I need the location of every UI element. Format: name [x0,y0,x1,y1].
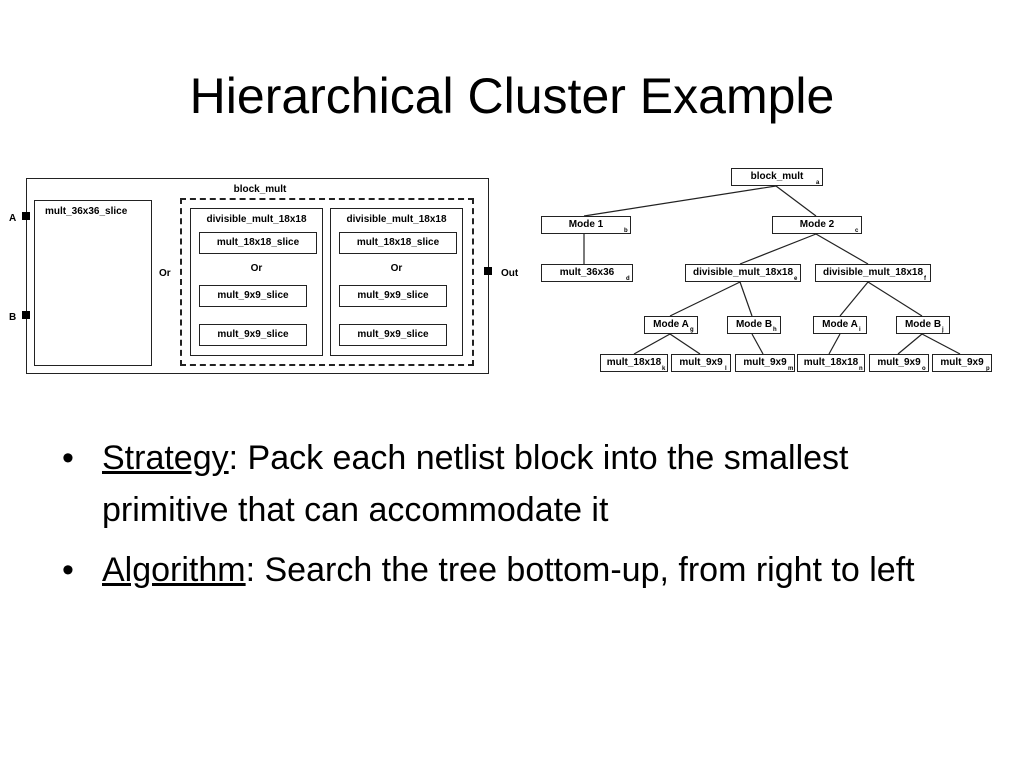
tree-sub-j: j [942,327,944,333]
pin-out-icon [484,267,492,275]
block-mult-label: block_mult [233,184,287,195]
or-label-left: Or [250,263,263,274]
tree-node-divisible-left: divisible_mult_18x18 [685,264,801,282]
tree-sub-m: m [788,366,794,372]
bullet-term-strategy: Strategy [102,439,229,477]
bullet-dot-icon: • [62,551,74,589]
tree-leaf-5: mult_9x9 [869,354,929,372]
or-label-outer: Or [159,268,171,279]
tree-node-mode2: Mode 2 [772,216,862,234]
tree-node-mode1: Mode 1 [541,216,631,234]
tree-leaf-6: mult_9x9 [932,354,992,372]
tree-node-mode-a-right: Mode A [813,316,867,334]
mult-9x9-slice-left-a: mult_9x9_slice [199,285,307,307]
tree-node-mode-b-left: Mode B [727,316,781,334]
pin-out-label: Out [501,268,519,279]
or-label-right: Or [390,263,403,274]
tree-sub-f: f [924,276,926,282]
tree-sub-e: e [794,276,798,282]
tree-sub-o: o [922,366,926,372]
tree-sub-b: b [624,228,628,234]
tree-leaf-2: mult_9x9 [671,354,731,372]
mult-18x18-slice-right: mult_18x18_slice [339,232,457,254]
mult-9x9-slice-left-b: mult_9x9_slice [199,324,307,346]
tree-sub-p: p [986,366,990,372]
mult-18x18-slice-left: mult_18x18_slice [199,232,317,254]
bullet-item-algorithm: • Algorithm: Search the tree bottom-up, … [62,544,962,596]
pin-b-label: B [9,312,17,323]
tree-node-mult-36x36: mult_36x36 [541,264,633,282]
tree-edges [583,185,961,355]
mult-36x36-slice-box [34,200,152,366]
tree-node-block-mult: block_mult [731,168,823,186]
slide-title: Hierarchical Cluster Example [189,68,835,124]
pin-a-label: A [9,213,17,224]
tree-leaf-3: mult_9x9 [735,354,795,372]
pin-a-icon [22,212,30,220]
tree-node-divisible-right: divisible_mult_18x18 [815,264,931,282]
bullet-term-algorithm: Algorithm [102,551,246,589]
bullet-item-strategy: • Strategy: Pack each netlist block into… [62,432,962,536]
divisible-mult-label-left: divisible_mult_18x18 [206,214,307,225]
mult-36x36-slice-label: mult_36x36_slice [45,206,128,217]
tree-sub-k: k [662,366,666,372]
tree-leaf-4: mult_18x18 [797,354,865,372]
bullet-dot-icon: • [62,439,74,477]
mult-9x9-slice-right-b: mult_9x9_slice [339,324,447,346]
tree-node-mode-a-left: Mode A [644,316,698,334]
modes-dashed-region [180,198,474,366]
tree-leaf-1: mult_18x18 [600,354,668,372]
tree-sub-l: l [725,366,727,372]
tree-sub-n: n [859,366,863,372]
bullet-text-strategy: : Pack each netlist block into the small… [102,439,849,529]
divisible-mult-label-right: divisible_mult_18x18 [346,214,447,225]
tree-node-mode-b-right: Mode B [896,316,950,334]
bullet-text-algorithm: : Search the tree bottom-up, from right … [245,551,915,589]
tree-sub-h: h [773,327,777,333]
tree-sub-g: g [690,327,694,333]
bullet-list: • Strategy: Pack each netlist block into… [62,432,962,604]
tree-sub-d: d [626,276,630,282]
pin-b-icon [22,311,30,319]
tree-sub-i: i [859,327,861,333]
tree-sub-c: c [855,228,859,234]
mult-9x9-slice-right-a: mult_9x9_slice [339,285,447,307]
tree-sub-a: a [816,180,820,186]
